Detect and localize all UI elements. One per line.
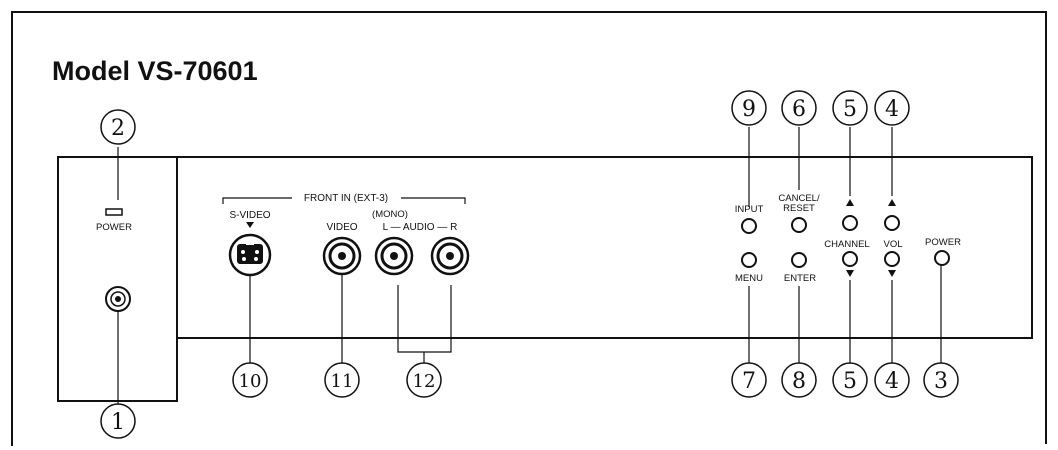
menu-label: MENU — [735, 273, 763, 284]
vol-label: VOL — [883, 239, 902, 250]
page-title: Model VS-70601 — [52, 56, 258, 86]
callout-4-top-circle — [874, 90, 910, 126]
front-in-label-bg — [292, 190, 401, 204]
svideo-jack[interactable] — [228, 233, 272, 277]
svideo-arrow — [246, 222, 254, 228]
vol-up-button[interactable] — [884, 215, 900, 231]
callout-8: 8 — [792, 369, 806, 394]
callout-2-circle — [100, 109, 136, 145]
channel-down-button[interactable] — [842, 251, 858, 267]
callout-9: 9 — [742, 97, 756, 122]
callout-1: 1 — [111, 410, 125, 435]
callout-4-bottom: 4 — [885, 369, 899, 394]
input-button[interactable] — [741, 218, 757, 234]
enter-button[interactable] — [791, 252, 807, 268]
callout-7-circle — [731, 362, 767, 398]
callout-10: 10 — [239, 371, 262, 392]
menu-button[interactable] — [741, 252, 757, 268]
callout-5-top-circle — [832, 90, 868, 126]
callout-4-bottom-circle — [874, 362, 910, 398]
callout-5-top: 5 — [843, 97, 857, 122]
audio-left-jack[interactable] — [374, 236, 414, 276]
channel-up-button[interactable] — [842, 215, 858, 231]
callout-10-circle — [232, 362, 268, 398]
callout-9-circle — [731, 90, 767, 126]
outer-frame — [11, 11, 1047, 446]
power-label: POWER — [925, 237, 961, 248]
cancel-reset-button[interactable] — [791, 217, 807, 233]
callout-7: 7 — [742, 369, 756, 394]
vol-down-button[interactable] — [884, 251, 900, 267]
callout-5-bottom-circle — [832, 362, 868, 398]
callout-6-circle — [781, 90, 817, 126]
callout-6: 6 — [792, 97, 806, 122]
callout-12: 12 — [413, 371, 436, 392]
enter-label: ENTER — [784, 273, 816, 284]
callout-3-circle — [923, 362, 959, 398]
video-label: VIDEO — [326, 222, 357, 233]
front-in-label: FRONT IN (EXT-3) — [304, 193, 388, 204]
svideo-label: S-VIDEO — [229, 210, 270, 221]
callout-8-circle — [781, 362, 817, 398]
cancel-label-line1: CANCEL/ — [778, 193, 820, 204]
audio-label: L — AUDIO — R — [383, 222, 458, 233]
callout-5-bottom: 5 — [843, 369, 857, 394]
vol-up-arrow-icon — [888, 199, 896, 206]
channel-label: CHANNEL — [824, 239, 869, 250]
main-power-switch[interactable] — [105, 286, 131, 312]
leader-lines — [117, 127, 942, 405]
callout-1-circle — [100, 403, 136, 439]
mono-label: (MONO) — [372, 209, 408, 220]
vol-down-arrow-icon — [888, 270, 896, 277]
front-panel — [177, 156, 1033, 339]
callout-3: 3 — [934, 369, 948, 394]
audio-right-jack[interactable] — [430, 236, 470, 276]
input-label: INPUT — [735, 204, 764, 215]
callout-11: 11 — [331, 371, 354, 392]
left-power-label: POWER — [96, 222, 132, 233]
channel-down-arrow-icon — [846, 270, 854, 277]
video-jack[interactable] — [322, 236, 362, 276]
power-button[interactable] — [934, 250, 950, 266]
callout-12-circle — [406, 362, 442, 398]
cancel-label-line2: RESET — [783, 203, 815, 214]
channel-up-arrow-icon — [846, 199, 854, 206]
callout-4-top: 4 — [885, 97, 899, 122]
callout-2: 2 — [111, 116, 125, 141]
power-indicator-led — [105, 208, 123, 216]
callout-11-circle — [324, 362, 360, 398]
